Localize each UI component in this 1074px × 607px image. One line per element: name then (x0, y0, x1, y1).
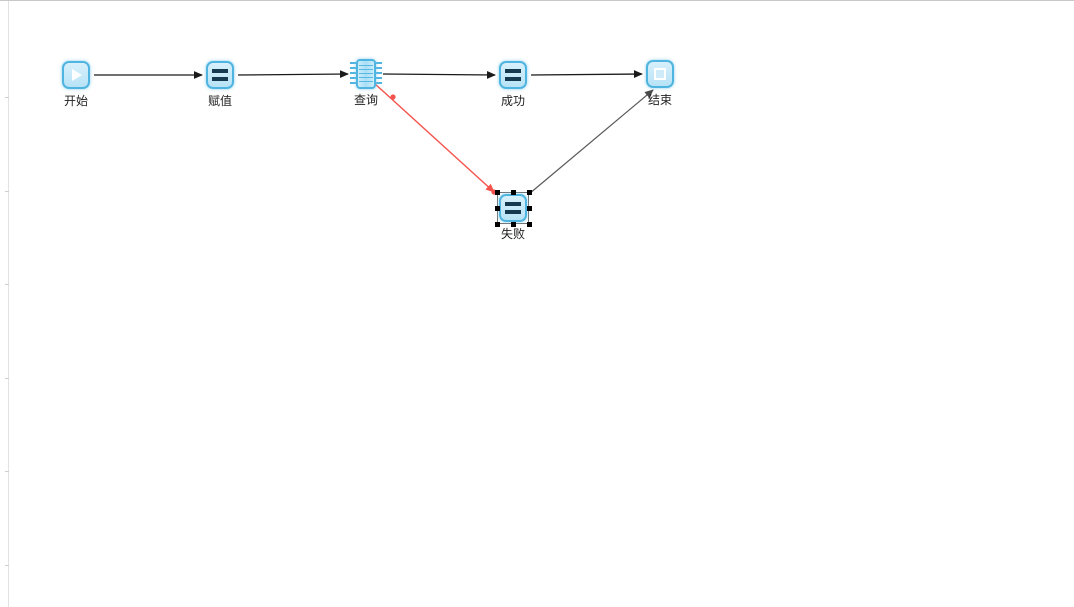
ruler-tick-4 (5, 471, 9, 472)
node-start-body[interactable] (62, 61, 90, 89)
canvas-left-rail (8, 1, 9, 607)
ruler-tick-3 (5, 378, 9, 379)
edge-success-to-end[interactable] (530, 70, 643, 78)
node-assign-label: 赋值 (207, 94, 232, 108)
resize-handle-nw[interactable] (495, 190, 500, 195)
equals-icon (212, 68, 228, 82)
ruler-tick-5 (5, 565, 9, 566)
node-end-body[interactable] (646, 60, 674, 88)
chip-pins (350, 59, 382, 89)
resize-handle-s[interactable] (511, 222, 516, 227)
ruler-tick-0 (5, 97, 9, 98)
resize-handle-w[interactable] (495, 206, 500, 211)
node-fail-body[interactable] (499, 194, 527, 222)
node-success-body[interactable] (499, 61, 527, 89)
node-query-label: 查询 (353, 93, 378, 107)
resize-handle-ne[interactable] (527, 190, 532, 195)
resize-handle-n[interactable] (511, 190, 516, 195)
stop-icon (648, 62, 672, 86)
edge-query-to-success[interactable] (382, 71, 496, 79)
equals-icon (505, 201, 521, 215)
chip-stripes (359, 63, 373, 85)
resize-handle-se[interactable] (527, 222, 532, 227)
node-end-label: 结束 (647, 93, 672, 107)
play-icon (64, 63, 88, 87)
ruler-tick-1 (5, 191, 9, 192)
equals-icon (505, 68, 521, 82)
resize-handle-e[interactable] (527, 206, 532, 211)
edge-assign-to-query[interactable] (237, 70, 349, 78)
node-fail-label: 失败 (500, 227, 525, 241)
node-start-label: 开始 (63, 94, 88, 108)
ruler-tick-2 (5, 284, 9, 285)
node-success-label: 成功 (500, 94, 525, 108)
resize-handle-sw[interactable] (495, 222, 500, 227)
node-assign-body[interactable] (206, 61, 234, 89)
